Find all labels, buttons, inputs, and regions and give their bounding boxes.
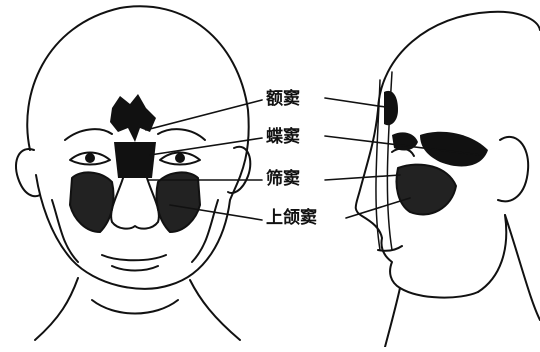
front-left-eyebrow — [65, 129, 112, 140]
front-nose — [111, 175, 159, 229]
front-right-pupil — [175, 153, 185, 163]
front-lip — [112, 266, 158, 271]
label-sphenoid-sinus: 蝶窦 — [266, 126, 300, 147]
side-ear — [498, 137, 528, 201]
labels: 额窦 蝶窦 筛窦 上颌窦 — [266, 88, 317, 228]
leader-frontal-right — [325, 98, 392, 108]
label-maxillary-sinus: 上颌窦 — [266, 207, 317, 228]
side-jaw — [478, 215, 506, 292]
front-face — [16, 6, 250, 340]
front-left-pupil — [85, 153, 95, 163]
side-face — [356, 12, 540, 347]
leader-frontal-left — [146, 100, 262, 130]
side-neck — [385, 215, 540, 347]
front-right-eyebrow — [158, 129, 205, 140]
front-neck — [35, 278, 240, 340]
front-ethmoid-sinus — [114, 142, 156, 178]
front-frontal-sinus — [110, 94, 156, 142]
front-right-maxillary-sinus — [157, 172, 201, 232]
side-maxillary-sinus — [397, 165, 457, 215]
front-left-maxillary-sinus — [70, 172, 114, 232]
leader-sphenoid-left — [150, 138, 262, 155]
front-left-ear — [16, 149, 40, 196]
front-collar — [92, 300, 178, 314]
side-ethmoid-sinus — [392, 132, 418, 150]
label-frontal-sinus: 额窦 — [266, 88, 300, 109]
side-head-outline — [378, 12, 540, 110]
front-mouth — [102, 255, 166, 260]
label-ethmoid-sinus: 筛窦 — [266, 168, 300, 189]
